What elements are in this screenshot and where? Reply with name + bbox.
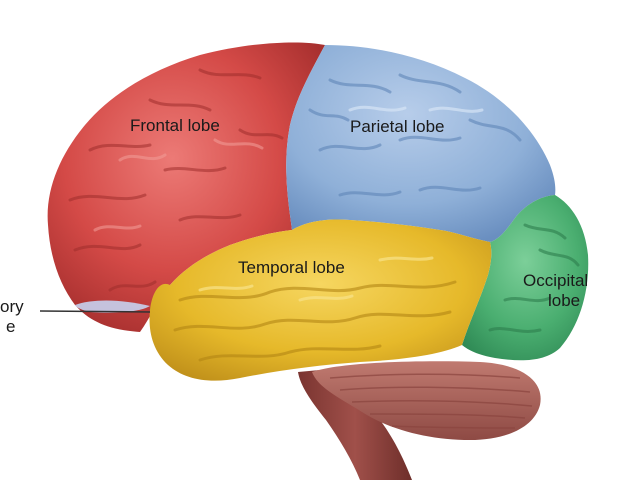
occipital-lobe bbox=[462, 195, 589, 361]
frontal-lobe bbox=[47, 42, 325, 332]
olfactory-bulb bbox=[75, 300, 150, 313]
frontal-lobe-label: Frontal lobe bbox=[130, 116, 220, 135]
parietal-lobe bbox=[286, 45, 556, 242]
olfactory-label-line1: ory bbox=[0, 297, 24, 316]
olfactory-label-line2: e bbox=[6, 317, 16, 336]
temporal-lobe bbox=[149, 219, 492, 381]
occipital-lobe-label-line1: Occipital bbox=[523, 271, 589, 290]
occipital-lobe-label-line2: lobe bbox=[548, 291, 581, 310]
parietal-lobe-label: Parietal lobe bbox=[350, 117, 445, 136]
temporal-lobe-label: Temporal lobe bbox=[238, 258, 345, 277]
brainstem bbox=[298, 370, 412, 480]
cerebellum bbox=[312, 361, 541, 440]
olfactory-leader-line bbox=[39, 310, 151, 313]
